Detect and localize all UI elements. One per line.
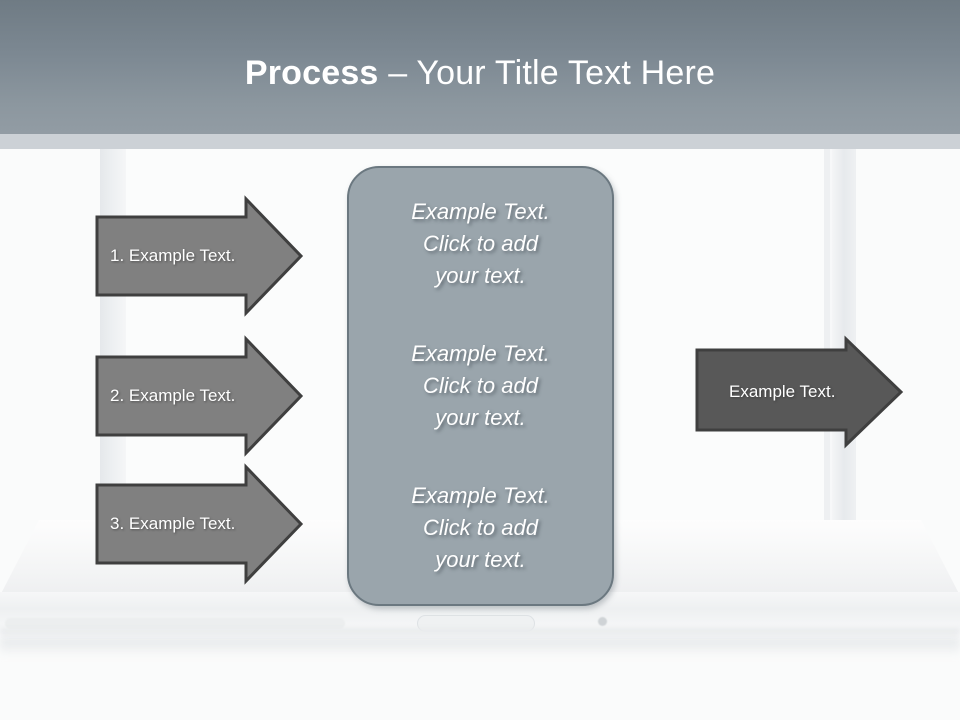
arrow-right-icon [95, 335, 304, 457]
output-arrow[interactable]: Example Text. [695, 335, 904, 449]
arrow-right-icon [695, 335, 904, 449]
page-title: Process – Your Title Text Here [0, 52, 960, 94]
panel-text-block-2-line-2: Click to add [423, 373, 538, 398]
arrow-right-icon [95, 463, 304, 585]
laptop-front-lip [5, 618, 345, 629]
laptop-drop-shadow [0, 638, 960, 656]
input-arrow-2[interactable]: 2. Example Text. [95, 335, 304, 457]
panel-text-block-2[interactable]: Example Text. Click to add your text. [411, 338, 550, 434]
laptop-indicator-dot [598, 617, 607, 626]
panel-text-block-3-line-2: Click to add [423, 515, 538, 540]
panel-text-block-1[interactable]: Example Text. Click to add your text. [411, 196, 550, 292]
panel-text-block-3-line-1: Example Text. [411, 483, 550, 508]
panel-text-block-2-line-3: your text. [435, 405, 526, 430]
page-title-rest: – Your Title Text Here [378, 54, 716, 92]
laptop-deck-edge [0, 628, 960, 640]
laptop-trackpad [417, 615, 535, 632]
panel-text-block-3[interactable]: Example Text. Click to add your text. [411, 480, 550, 576]
laptop-bezel-inner-right [824, 134, 830, 534]
panel-text-block-2-line-1: Example Text. [411, 341, 550, 366]
laptop-bezel-right [832, 134, 856, 540]
title-banner [0, 0, 960, 134]
panel-text-block-1-line-2: Click to add [423, 231, 538, 256]
panel-text-block-1-line-1: Example Text. [411, 199, 550, 224]
page-title-strong: Process [244, 54, 379, 92]
input-arrow-3[interactable]: 3. Example Text. [95, 463, 304, 585]
laptop-bezel-left [100, 134, 126, 540]
arrow-right-icon [95, 195, 304, 317]
panel-text-block-3-line-3: your text. [435, 547, 526, 572]
panel-text-block-1-line-3: your text. [435, 263, 526, 288]
input-arrow-1[interactable]: 1. Example Text. [95, 195, 304, 317]
center-content-panel[interactable]: Example Text. Click to add your text. Ex… [347, 166, 614, 606]
title-banner-underbar [0, 134, 960, 149]
